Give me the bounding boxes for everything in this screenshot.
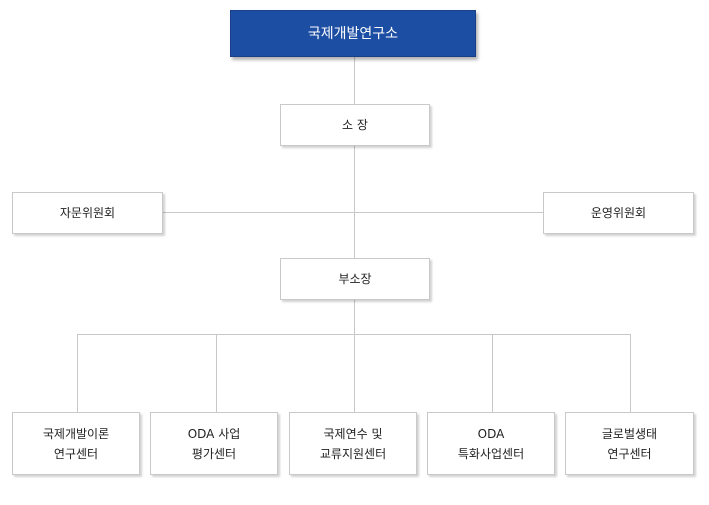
center-box-oda-evaluation[interactable]: ODA 사업 평가센터	[150, 412, 278, 475]
center-line1: 국제연수 및	[323, 426, 383, 441]
advisory-committee-label: 자문위원회	[59, 206, 116, 220]
center-line1: ODA	[477, 426, 505, 441]
center-box-training-exchange[interactable]: 국제연수 및 교류지원센터	[289, 412, 417, 475]
center-line2: 특화사업센터	[457, 446, 525, 461]
center-box-development-theory[interactable]: 국제개발이론 연구센터	[12, 412, 140, 475]
center-line2: 교류지원센터	[319, 446, 387, 461]
center-line1: 국제개발이론	[42, 426, 110, 441]
deputy-director-box[interactable]: 부소장	[280, 258, 430, 300]
top-org-label: 국제개발연구소	[307, 25, 399, 42]
steering-committee-box[interactable]: 운영위원회	[543, 192, 694, 234]
advisory-committee-box[interactable]: 자문위원회	[12, 192, 163, 234]
center-line2: 연구센터	[53, 446, 99, 461]
steering-committee-label: 운영위원회	[590, 206, 647, 220]
center-line1: ODA 사업	[187, 426, 241, 441]
director-box[interactable]: 소 장	[280, 104, 430, 146]
center-box-oda-special[interactable]: ODA 특화사업센터	[427, 412, 555, 475]
center-line1: 글로벌생태	[601, 426, 658, 441]
center-box-global-ecology[interactable]: 글로벌생태 연구센터	[565, 412, 694, 475]
center-line2: 연구센터	[607, 446, 652, 461]
top-org-box[interactable]: 국제개발연구소	[230, 10, 476, 57]
center-line2: 평가센터	[191, 446, 237, 461]
director-label: 소 장	[342, 118, 368, 132]
deputy-director-label: 부소장	[338, 272, 372, 286]
